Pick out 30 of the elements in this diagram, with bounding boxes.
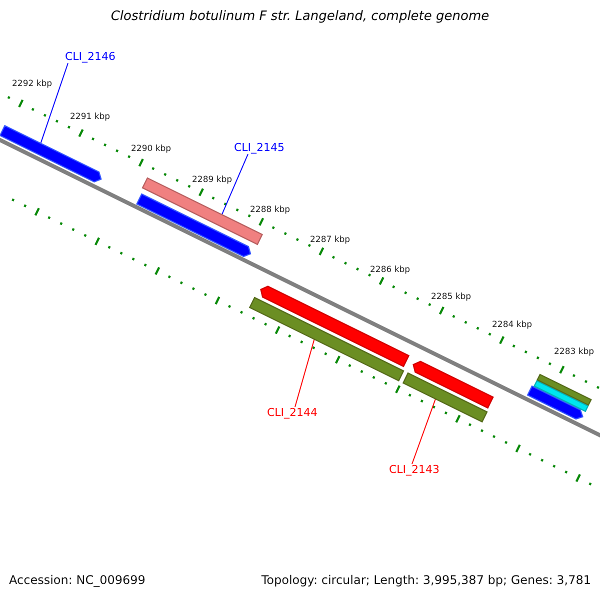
tick-label: 2290 kbp — [131, 145, 172, 154]
leader-line — [412, 398, 436, 464]
gene-bar — [536, 374, 592, 406]
gene-bar — [260, 286, 410, 368]
tick-label: 2285 kbp — [431, 293, 472, 302]
tick-label: 2287 kbp — [310, 236, 350, 246]
gene-label: CLI_2146 — [65, 51, 116, 64]
footer-note: Accession: NC_009699 — [9, 574, 146, 588]
tick-label: 2292 kbp — [12, 80, 52, 90]
gene-label: CLI_2145 — [234, 142, 285, 154]
gene-bar — [412, 360, 494, 409]
gene-bar — [526, 385, 584, 420]
gene-bar — [402, 372, 488, 423]
tick-label: 2288 kbp — [250, 206, 290, 216]
tick-label: 2284 kbp — [492, 321, 532, 330]
tick-label: 2283 kbp — [554, 348, 594, 358]
footer-note: Topology: circular; Length: 3,995,387 bp; Genes: 3,781 — [261, 574, 591, 588]
gene-bar — [248, 296, 404, 382]
diagram-title: Clostridium botulinum F str. Langeland, complete genome — [110, 10, 490, 24]
gene-label: CLI_2143 — [389, 464, 440, 476]
gene-bar — [0, 124, 102, 183]
gene-bar — [533, 380, 589, 412]
gene-bar — [136, 193, 252, 258]
tick-label: 2291 kbp — [70, 113, 110, 122]
tick-label: 2289 kbp — [192, 176, 232, 186]
gene-label: CLI_2144 — [267, 407, 318, 420]
leader-line — [294, 338, 315, 408]
leader-line — [40, 62, 68, 144]
tick-label: 2286 kbp — [370, 266, 410, 276]
leader-line — [221, 154, 248, 216]
